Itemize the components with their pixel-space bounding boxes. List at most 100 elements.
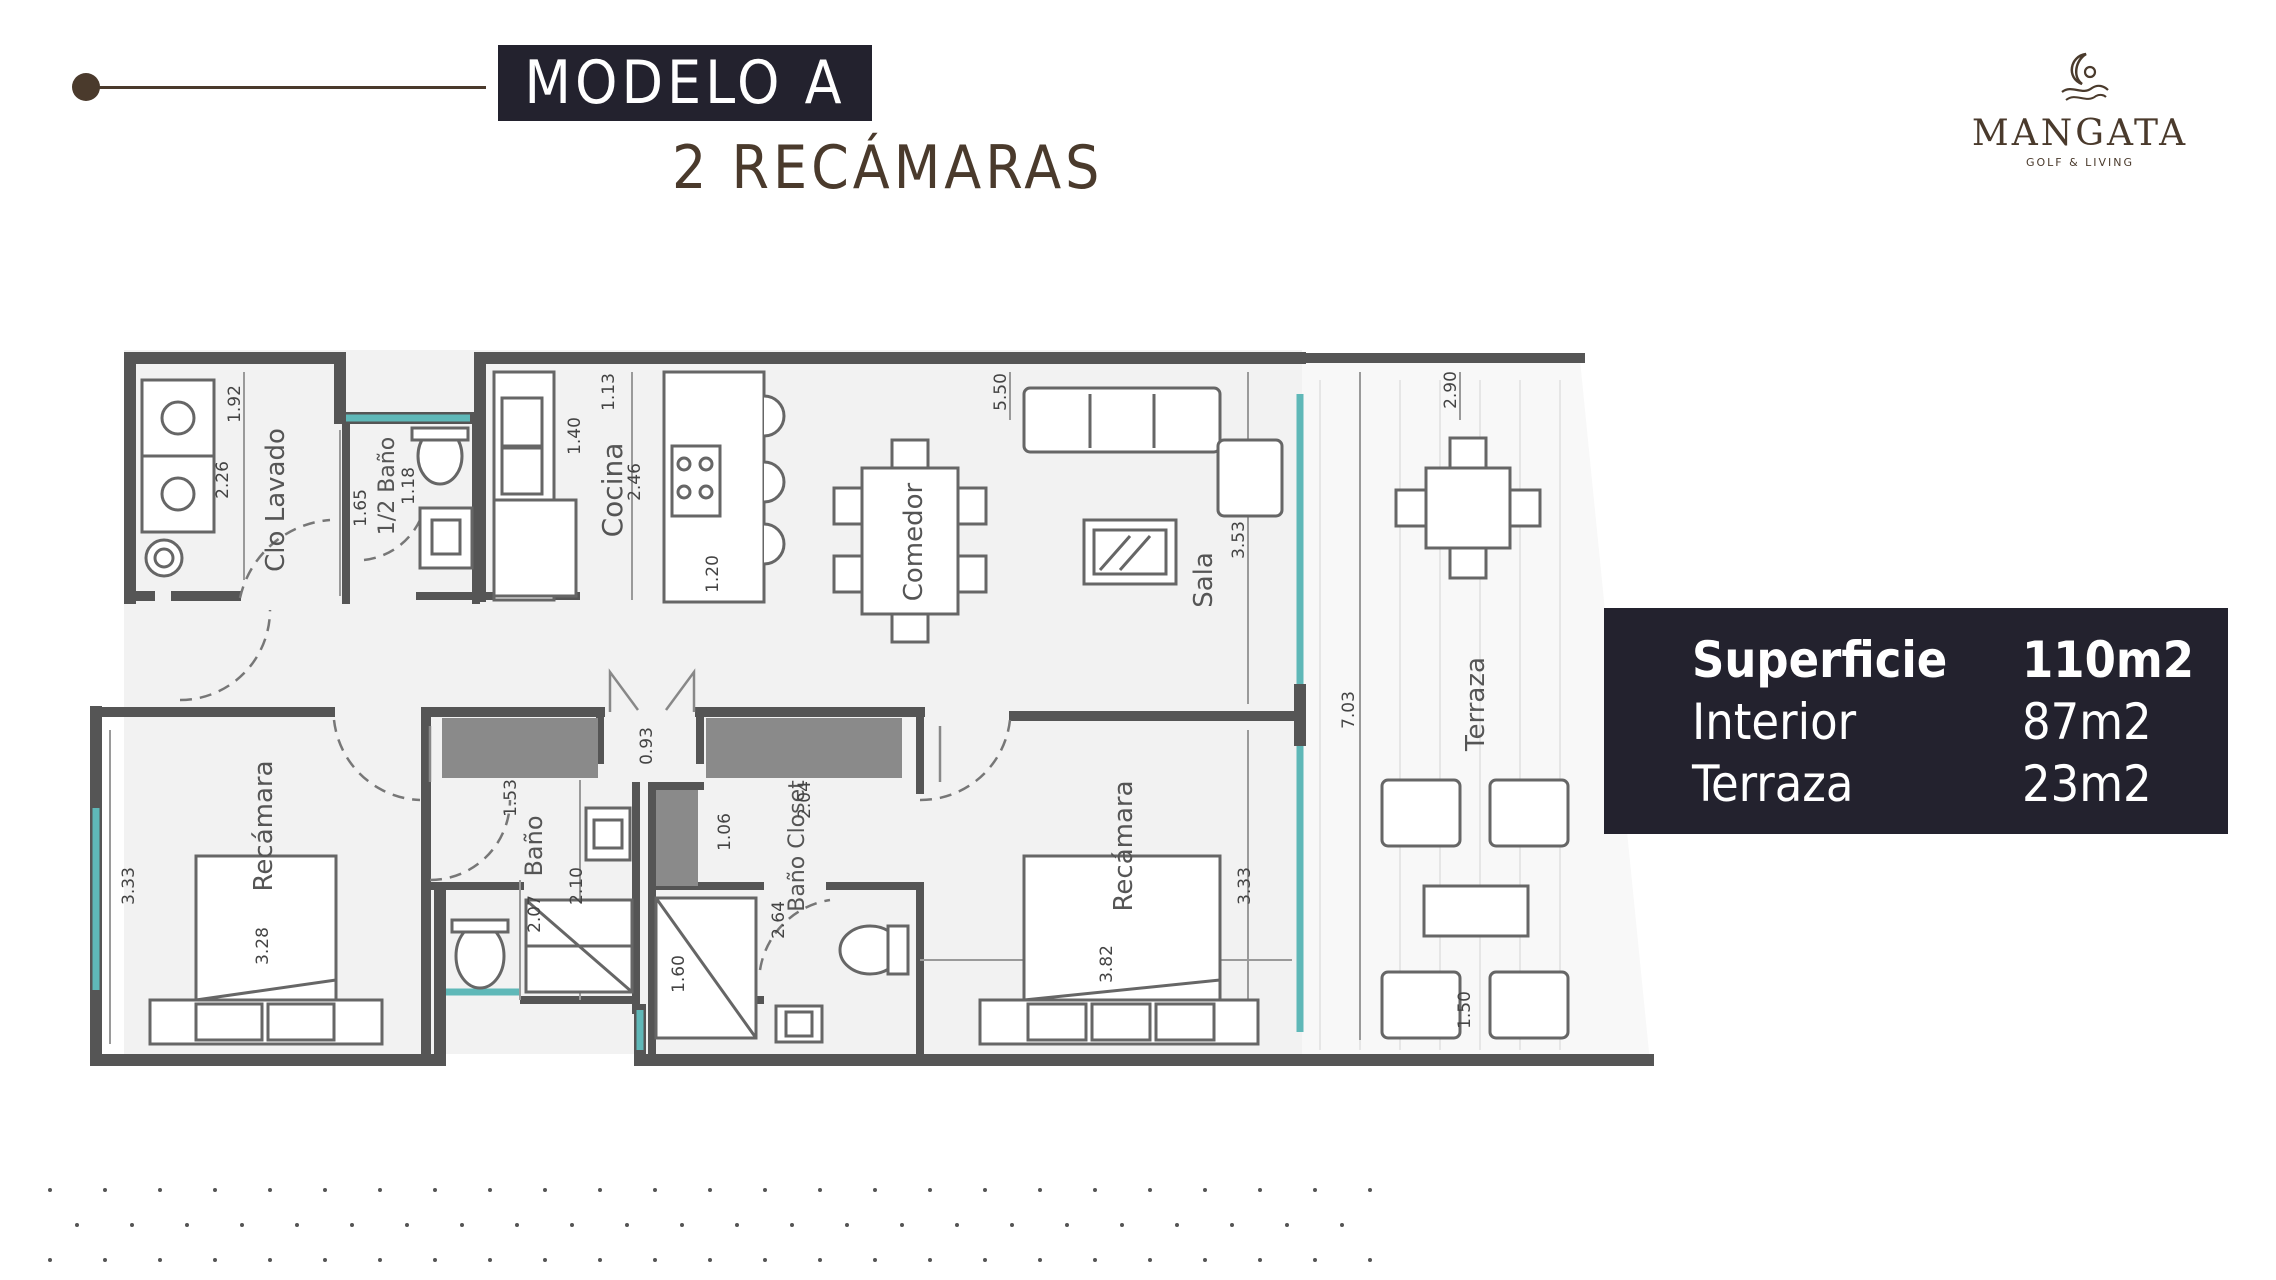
- glass-windows: [92, 394, 1304, 1050]
- decor-dot: [570, 1223, 574, 1227]
- dining-set: [832, 438, 988, 644]
- bedroom-2-furniture: [978, 854, 1260, 1046]
- dim-label: 3.33: [1235, 867, 1255, 905]
- summary-value-superficie: 110m2: [2022, 631, 2195, 689]
- living-furniture: [1022, 386, 1284, 586]
- decor-dot: [818, 1188, 822, 1192]
- decor-dot: [433, 1258, 437, 1262]
- decor-dot: [240, 1223, 244, 1227]
- decor-dot: [213, 1188, 217, 1192]
- decor-dot: [1093, 1258, 1097, 1262]
- dim-label: 2.64: [769, 901, 789, 939]
- decor-dot: [1038, 1258, 1042, 1262]
- room-label-cocina: Cocina: [596, 443, 629, 538]
- decor-dot: [1148, 1258, 1152, 1262]
- brand-tagline: GOLF & LIVING: [2025, 156, 2135, 169]
- dim-label: 1.65: [351, 489, 371, 527]
- decor-dot: [103, 1258, 107, 1262]
- decor-dot: [1065, 1223, 1069, 1227]
- decor-dot: [378, 1258, 382, 1262]
- dim-label: 0.93: [637, 727, 657, 765]
- brand-logo: MANGATA GOLF & LIVING: [1960, 48, 2200, 178]
- decor-dot: [1203, 1188, 1207, 1192]
- title-bullet: [72, 73, 100, 101]
- dim-label: 2.04: [795, 781, 815, 819]
- decor-dot: [378, 1188, 382, 1192]
- decor-dot: [708, 1258, 712, 1262]
- decor-dot: [790, 1223, 794, 1227]
- summary-label-superficie: Superficie: [1692, 631, 1948, 689]
- decor-dot: [873, 1188, 877, 1192]
- room-label-lavado: Clo Lavado: [261, 428, 291, 572]
- room-label-sala: Sala: [1189, 552, 1219, 608]
- dim-label: 2.90: [1441, 371, 1461, 409]
- decor-dot: [928, 1188, 932, 1192]
- closet-doors: [428, 668, 942, 782]
- decor-dot: [1203, 1258, 1207, 1262]
- dim-label: 7.03: [1339, 691, 1359, 729]
- decor-dot: [680, 1223, 684, 1227]
- decor-dot: [323, 1258, 327, 1262]
- decor-dot: [543, 1188, 547, 1192]
- decor-dot: [818, 1258, 822, 1262]
- dim-label: 1.92: [225, 385, 245, 423]
- dim-label: 1.18: [399, 467, 419, 505]
- dim-label: 1.50: [1455, 991, 1475, 1029]
- room-label-bano-1: Baño: [520, 815, 548, 876]
- decor-dot: [488, 1258, 492, 1262]
- decor-dot: [48, 1258, 52, 1262]
- decor-dot: [845, 1223, 849, 1227]
- half-bath-fixtures: [410, 426, 474, 570]
- bedroom-1-furniture: [148, 854, 384, 1046]
- terrace-furniture: [1380, 436, 1570, 1040]
- decor-dot: [1258, 1258, 1262, 1262]
- dim-label: 1.13: [599, 373, 619, 411]
- decor-dot: [955, 1223, 959, 1227]
- decor-dot: [625, 1223, 629, 1227]
- decor-dot: [763, 1188, 767, 1192]
- closet-3: [656, 790, 698, 886]
- decor-dot: [213, 1258, 217, 1262]
- decor-dot: [130, 1223, 134, 1227]
- decor-dot: [543, 1258, 547, 1262]
- decor-dot: [1340, 1223, 1344, 1227]
- dim-label: 2.26: [213, 461, 233, 499]
- decor-dot: [405, 1223, 409, 1227]
- decor-dot: [515, 1223, 519, 1227]
- decor-dot: [1120, 1223, 1124, 1227]
- area-summary-panel: Superficie 110m2 Interior 87m2 Terraza 2…: [1604, 608, 2228, 834]
- decor-dot: [433, 1188, 437, 1192]
- decor-dot: [158, 1188, 162, 1192]
- decor-dot: [873, 1258, 877, 1262]
- closet-2: [706, 718, 902, 778]
- dim-label: 5.50: [991, 373, 1011, 411]
- dim-label: 1.53: [501, 779, 521, 817]
- dim-label: 3.33: [119, 867, 139, 905]
- decor-dot: [1010, 1223, 1014, 1227]
- laundry-appliances: [140, 378, 216, 578]
- decor-dot: [268, 1188, 272, 1192]
- decor-dot: [295, 1223, 299, 1227]
- dim-label: 2.46: [625, 463, 645, 501]
- decor-dot: [900, 1223, 904, 1227]
- closet-1: [442, 718, 598, 778]
- decor-dot: [708, 1188, 712, 1192]
- room-labels: Clo Lavado 1/2 Baño Cocina Comedor Sala …: [249, 428, 1491, 912]
- decor-dot: [1093, 1188, 1097, 1192]
- room-label-bano-closet: Baño Closet: [785, 780, 810, 912]
- decor-dot: [653, 1258, 657, 1262]
- dimension-labels: 1.92 2.26 1.65 1.18 1.40 1.13 2.46 1.20 …: [119, 371, 1475, 1029]
- decor-dot: [1175, 1223, 1179, 1227]
- summary-label-terraza: Terraza: [1692, 755, 1854, 813]
- decor-dot: [598, 1188, 602, 1192]
- decor-dot: [48, 1188, 52, 1192]
- terrace-floor: [1302, 360, 1650, 1062]
- door-swings: [179, 518, 1012, 971]
- room-label-recamara-2: Recámara: [1109, 780, 1139, 911]
- decor-dot: [598, 1258, 602, 1262]
- decor-dot: [1258, 1188, 1262, 1192]
- dim-label: 3.28: [253, 927, 273, 965]
- decor-dot: [323, 1188, 327, 1192]
